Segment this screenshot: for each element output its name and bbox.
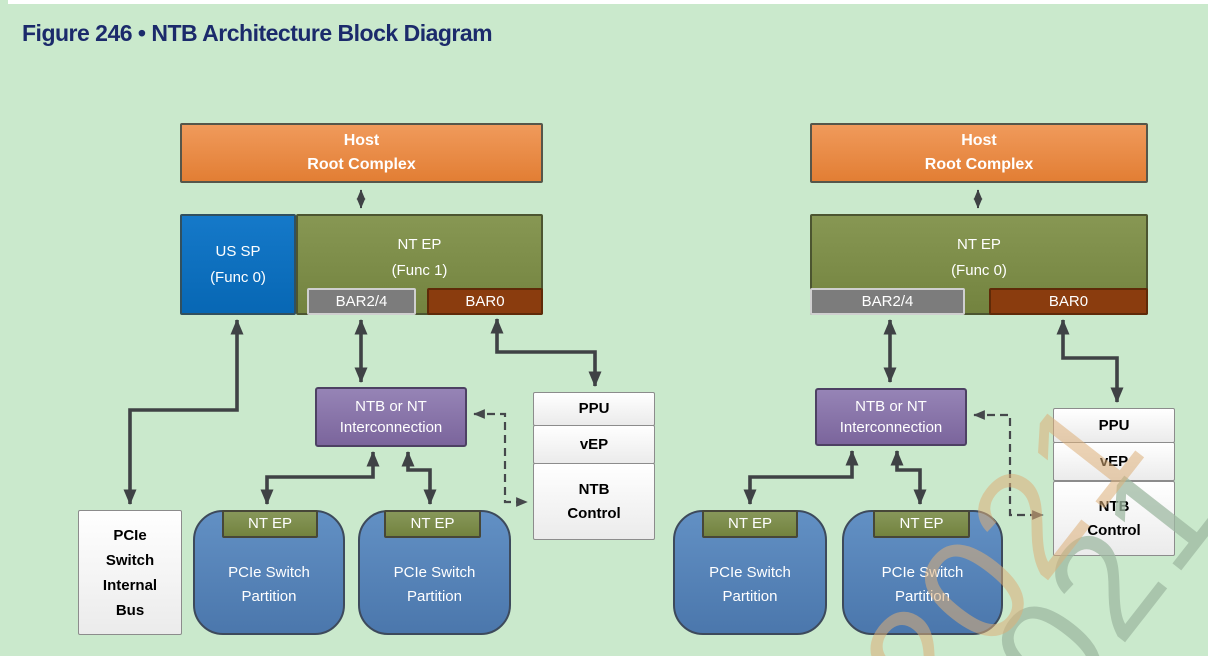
nt-ep-tab-partition1-left: NT EP (222, 510, 318, 538)
bar0-chip-right: BAR0 (989, 288, 1148, 315)
arrow-bar0-ppu-left (490, 318, 602, 387)
pcie-switch-partition2-left: PCIe Switch Partition (358, 510, 511, 635)
ntb-control-box-left: NTB Control (533, 463, 655, 540)
nt-ep-tab-partition2-right: NT EP (873, 510, 970, 538)
page-top-strip (8, 0, 1208, 4)
us-sp-box: US SP (Func 0) (180, 214, 296, 315)
nt-ep-tab-partition2-left: NT EP (384, 510, 481, 538)
dashed-arrow-ntbcontrol-interconnect-left (473, 409, 528, 507)
vep-box-left: vEP (533, 425, 655, 464)
nt-ep-tab-partition1-right: NT EP (702, 510, 798, 538)
arrow-bar0-ppu-right (1056, 319, 1124, 403)
arrow-interconnect-partition2-left (401, 451, 437, 505)
ppu-box-right: PPU (1053, 408, 1175, 443)
arrow-interconnect-partition1-right (743, 450, 859, 505)
bar0-chip-left: BAR0 (427, 288, 543, 315)
ntb-interconnect-box-right: NTB or NT Interconnection (815, 388, 967, 446)
arrow-interconnect-partition2-right (890, 450, 927, 505)
pcie-switch-internal-bus-box: PCIe Switch Internal Bus (78, 510, 182, 635)
bar24-chip-left: BAR2/4 (307, 288, 416, 315)
arrow-interconnect-partition1-left (260, 451, 380, 505)
dashed-arrow-ntbcontrol-interconnect-right (973, 410, 1044, 520)
figure-title: Figure 246 • NTB Architecture Block Diag… (22, 20, 493, 46)
ppu-box-left: PPU (533, 392, 655, 426)
host-root-complex-box-left: Host Root Complex (180, 123, 543, 183)
ntb-interconnect-box-left: NTB or NT Interconnection (315, 387, 467, 447)
host-root-complex-box-right: Host Root Complex (810, 123, 1148, 183)
ntb-control-box-right: NTB Control (1053, 481, 1175, 556)
bar24-chip-right: BAR2/4 (810, 288, 965, 315)
vep-box-right: vEP (1053, 442, 1175, 481)
arrow-ussp-internalbus (123, 319, 244, 505)
